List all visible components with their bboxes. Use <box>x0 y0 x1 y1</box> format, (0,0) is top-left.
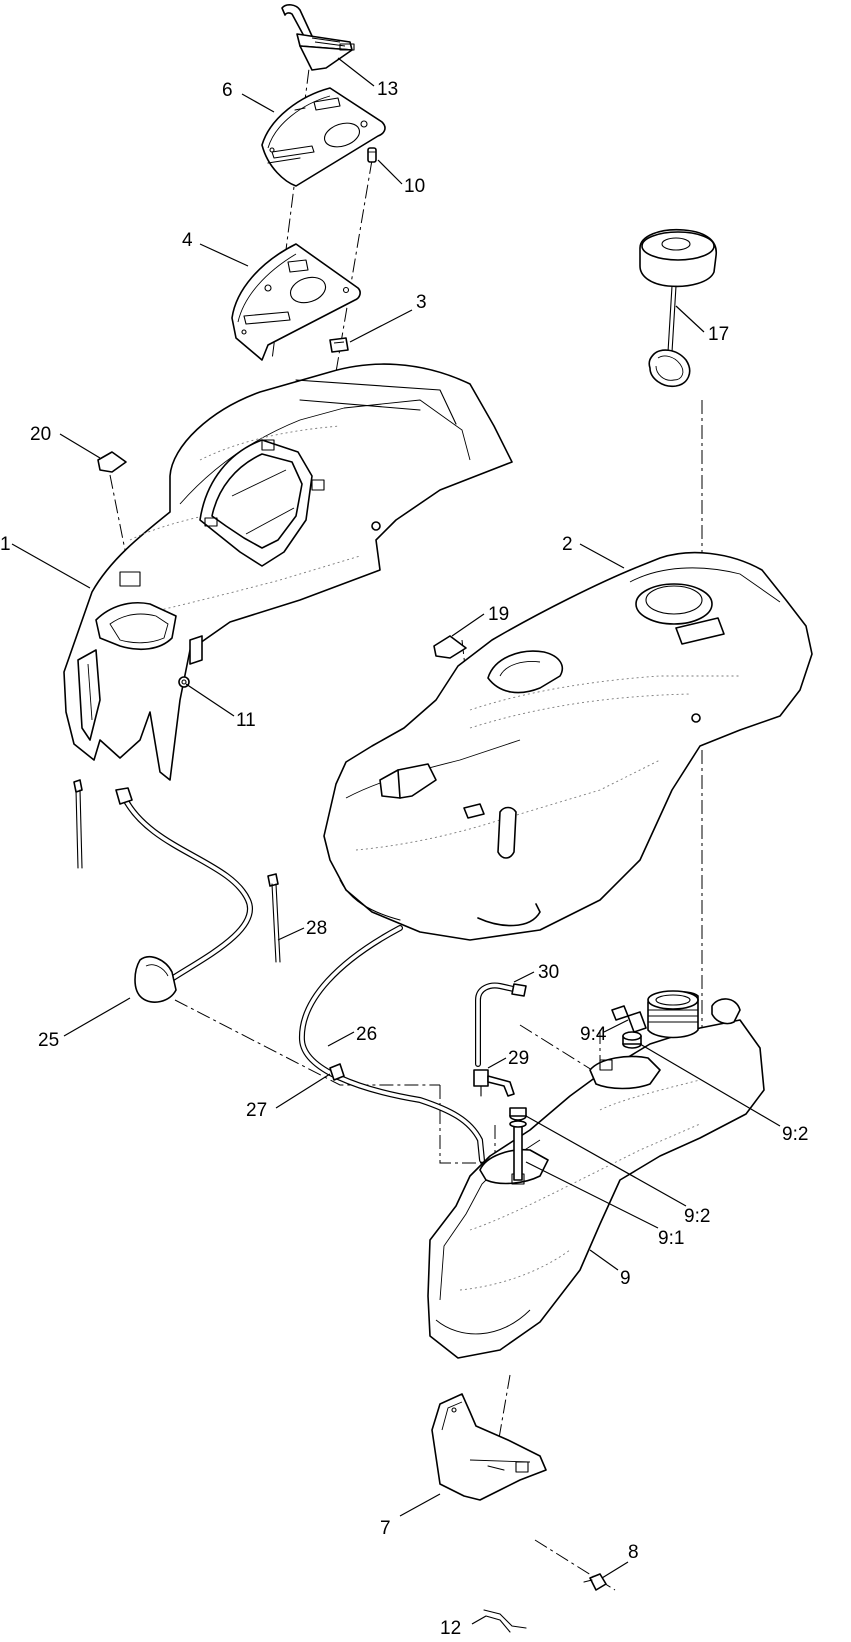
callout-29: 29 <box>508 1048 529 1069</box>
part-19-plug <box>433 635 467 659</box>
callout-1: 1 <box>0 534 11 555</box>
callout-3: 3 <box>416 292 427 313</box>
part-25-fuel-hose <box>115 787 253 1003</box>
part-9-1-pickup-tube <box>509 1120 527 1181</box>
callout-25: 25 <box>38 1030 59 1051</box>
callout-17: 17 <box>708 324 729 345</box>
part-2-rear-body <box>323 551 813 941</box>
cable-tie-left <box>73 779 83 869</box>
callout-12: 12 <box>440 1618 461 1639</box>
callout-20: 20 <box>30 424 51 445</box>
part-7-tank-bracket <box>431 1393 547 1501</box>
callout-10: 10 <box>404 176 425 197</box>
assembly-centerlines <box>109 44 703 1591</box>
part-8-bolt <box>583 1573 607 1591</box>
part-9-4-elbow-fitting <box>611 1005 647 1033</box>
callout-9: 9 <box>620 1268 631 1289</box>
callout-9-2-left: 9:2 <box>684 1206 710 1227</box>
callout-6: 6 <box>222 80 233 101</box>
part-10-screw <box>367 147 377 163</box>
part-29-fitting <box>473 1069 515 1097</box>
part-3-clip <box>329 337 349 353</box>
part-9-2-grommet-left <box>509 1107 527 1121</box>
part-20-plug <box>97 451 127 473</box>
callout-9-4: 9:4 <box>580 1024 607 1045</box>
callout-19: 19 <box>488 604 509 625</box>
callout-13: 13 <box>377 79 398 100</box>
callout-28: 28 <box>306 918 327 939</box>
callout-9-1: 9:1 <box>658 1228 684 1249</box>
callout-2: 2 <box>562 534 573 555</box>
callout-8: 8 <box>628 1542 639 1563</box>
part-30-vent-hose <box>475 982 527 1067</box>
part-1-front-console <box>63 363 513 781</box>
part-9-2-grommet-right <box>622 1031 642 1049</box>
callout-4: 4 <box>182 230 193 251</box>
callout-26: 26 <box>356 1024 377 1045</box>
part-12-clip <box>483 1609 527 1633</box>
callout-30: 30 <box>538 962 559 983</box>
leader-lines <box>11 57 781 1625</box>
part-27-clamp <box>329 1063 345 1081</box>
callout-27: 27 <box>246 1100 267 1121</box>
callout-11: 11 <box>236 710 256 731</box>
callout-9-2-right: 9:2 <box>782 1124 808 1145</box>
part-26-fuel-line <box>298 925 485 1163</box>
callout-7: 7 <box>380 1518 391 1539</box>
part-17-fuel-cap <box>639 228 717 388</box>
part-6-control-panel-plate <box>261 87 386 187</box>
part-4-mounting-plate <box>231 243 361 361</box>
part-28-cable-tie <box>267 873 281 963</box>
part-13-throttle-control <box>281 4 355 71</box>
callout-labels: 13 6 10 4 3 17 20 1 2 19 11 28 30 25 26 … <box>0 79 808 1639</box>
